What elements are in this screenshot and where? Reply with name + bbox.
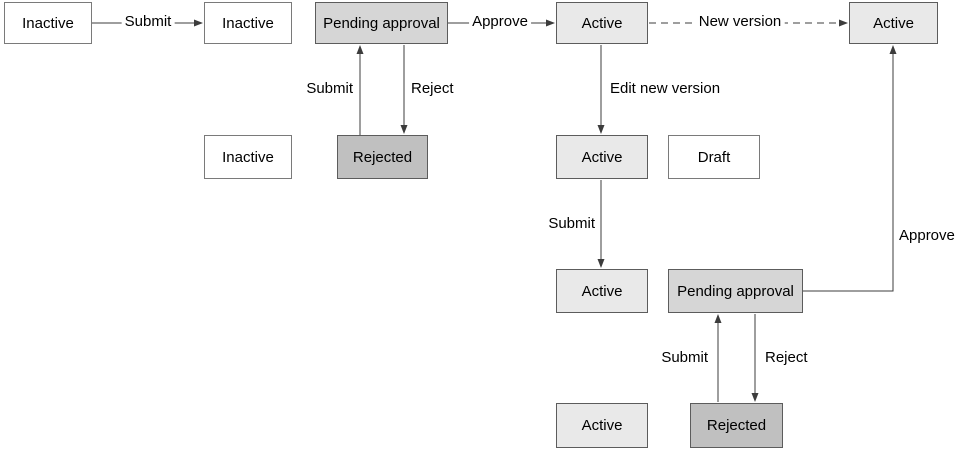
- transition-line-approve-b: [803, 51, 894, 292]
- state-box-active-4: Active: [556, 269, 648, 313]
- state-box-inactive-1: Inactive: [4, 2, 92, 44]
- state-box-label: Inactive: [222, 14, 274, 32]
- state-box-active-3: Active: [556, 135, 648, 179]
- state-box-active-2: Active: [849, 2, 938, 44]
- state-box-label: Inactive: [22, 14, 74, 32]
- state-box-inactive-2: Inactive: [204, 2, 292, 44]
- state-box-draft: Draft: [668, 135, 760, 179]
- state-box-rejected-2: Rejected: [690, 403, 783, 448]
- state-box-inactive-3: Inactive: [204, 135, 292, 179]
- state-box-label: Rejected: [706, 417, 767, 434]
- transition-label-reject-b: Reject: [765, 348, 808, 366]
- state-box-pending-approval-1: Pending approval: [315, 2, 448, 44]
- state-box-active-5: Active: [556, 403, 648, 448]
- state-box-label: Inactive: [222, 148, 274, 166]
- arrowhead-icon: [400, 125, 408, 134]
- transition-label-submit-a: Submit: [121, 13, 175, 31]
- state-box-label: Pending approval: [323, 14, 440, 32]
- transition-label-submit-c: Submit: [548, 214, 595, 232]
- state-box-label: Active: [581, 14, 623, 32]
- state-box-label: Active: [873, 14, 914, 32]
- transition-label-new-version: New version: [695, 13, 785, 31]
- transition-label-submit-d: Submit: [661, 348, 708, 366]
- state-box-label: Draft: [697, 148, 731, 166]
- transition-label-approve-b: Approve: [899, 226, 955, 244]
- state-box-rejected-1: Rejected: [337, 135, 428, 179]
- state-box-label: Rejected: [352, 148, 413, 166]
- state-box-pending-approval-2: Pending approval: [668, 269, 803, 313]
- arrowhead-icon: [356, 45, 364, 54]
- state-box-label: Active: [581, 282, 623, 300]
- state-box-label: Active: [581, 148, 623, 166]
- arrowhead-icon: [839, 19, 848, 27]
- transition-label-reject-a: Reject: [411, 79, 454, 97]
- state-box-active-1: Active: [556, 2, 648, 44]
- arrowhead-icon: [194, 19, 203, 27]
- state-box-label: Pending approval: [677, 282, 794, 300]
- arrowhead-icon: [714, 314, 722, 323]
- arrowhead-icon: [751, 393, 759, 402]
- arrowhead-icon: [597, 125, 605, 134]
- transition-label-submit-b: Submit: [306, 79, 353, 97]
- arrowhead-icon: [889, 45, 897, 54]
- transition-label-edit-new-version: Edit new version: [610, 79, 721, 97]
- transition-label-approve-a: Approve: [469, 13, 531, 31]
- arrowhead-icon: [597, 259, 605, 268]
- state-box-label: Active: [581, 417, 623, 434]
- arrowhead-icon: [546, 19, 555, 27]
